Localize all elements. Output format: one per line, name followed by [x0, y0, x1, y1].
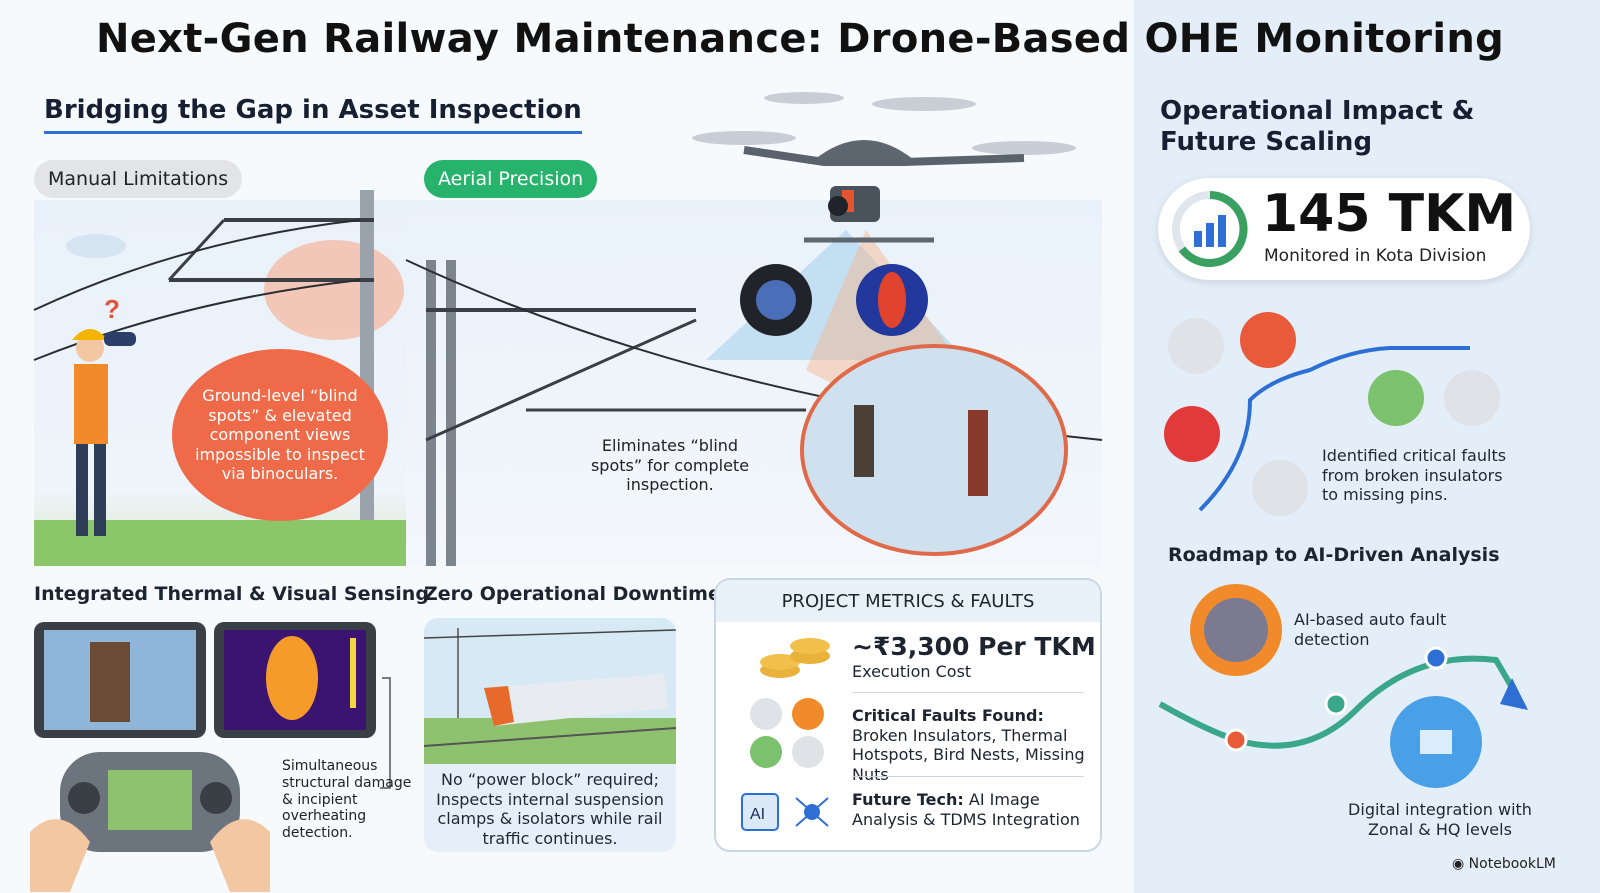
- roadmap-node: [1424, 646, 1448, 670]
- project-metrics-card: PROJECT METRICS & FAULTS ~₹3,300 Per TKM…: [714, 578, 1102, 852]
- footer-brand: ◉ NotebookLM: [1452, 856, 1556, 872]
- route-line: [1198, 346, 1470, 512]
- roadmap-step-2: Digital integration with Zonal & HQ leve…: [1348, 800, 1532, 839]
- broken-clamp-icon: [1164, 406, 1220, 462]
- sensing-caption: Simultaneous structural damage & incipie…: [282, 758, 412, 842]
- manual-scene-illustration: ?: [33, 190, 406, 566]
- insulator-icon: [750, 698, 782, 730]
- aerial-inspection-scene: [405, 200, 1103, 566]
- aerial-caption: Eliminates “blind spots” for complete in…: [590, 436, 750, 495]
- nut-icon: [792, 736, 824, 768]
- stat-card: 145 TKM Monitored in Kota Division: [1158, 178, 1530, 280]
- section-subtitle: Bridging the Gap in Asset Inspection: [44, 95, 582, 134]
- manual-limitation-text: Ground-level “blind spots” & elevated co…: [195, 386, 365, 484]
- insulator-icon: [1168, 318, 1224, 374]
- roadmap-step-1: AI-based auto fault detection: [1294, 610, 1447, 649]
- faults-row: Critical Faults Found: Broken Insulators…: [852, 706, 1092, 784]
- faults-text: Broken Insulators, Thermal Hotspots, Bir…: [852, 725, 1085, 784]
- drone-icon: [692, 92, 1076, 243]
- future-label: Future Tech:: [852, 790, 964, 809]
- metrics-heading: PROJECT METRICS & FAULTS: [716, 580, 1100, 622]
- manual-limitations-pill: Manual Limitations: [34, 160, 243, 198]
- cost-label: Execution Cost: [852, 662, 972, 681]
- growth-chart-icon: [1172, 191, 1248, 267]
- roadmap-node: [1324, 692, 1348, 716]
- roadmap-node: [1224, 728, 1248, 752]
- ai-chip-icon: AI: [741, 793, 829, 831]
- thermometer-icon: [1240, 312, 1296, 368]
- manual-limitation-bubble: Ground-level “blind spots” & elevated co…: [172, 349, 388, 521]
- drone-illustration: [692, 92, 1076, 243]
- stat-value: 145 TKM: [1262, 184, 1517, 244]
- worker-figure: [72, 329, 136, 536]
- cost-value: ~₹3,300 Per TKM: [852, 632, 1096, 661]
- bird-nest-icon: [1368, 370, 1424, 426]
- downtime-card: No “power block” required; Inspects inte…: [424, 618, 676, 852]
- metrics-divider: [852, 776, 1084, 777]
- sensing-heading: Integrated Thermal & Visual Sensing: [34, 583, 429, 605]
- downtime-caption: No “power block” required; Inspects inte…: [436, 770, 664, 848]
- metrics-divider: [852, 692, 1084, 693]
- roadmap-illustration: [1158, 584, 1528, 788]
- question-mark: ?: [104, 294, 120, 324]
- ai-chip-label: AI: [750, 806, 765, 823]
- future-row: Future Tech: AI Image Analysis & TDMS In…: [852, 790, 1100, 829]
- aerial-scene-illustration: [405, 230, 1103, 566]
- thermometer-icon: [792, 698, 824, 730]
- stat-label: Monitored in Kota Division: [1264, 246, 1487, 266]
- coins-icon: [760, 638, 830, 678]
- bolt-icon: [1444, 370, 1500, 426]
- faults-caption: Identified critical faults from broken i…: [1322, 446, 1507, 505]
- fault-icons: [750, 698, 824, 768]
- faults-label: Critical Faults Found:: [852, 706, 1044, 725]
- page-title: Next-Gen Railway Maintenance: Drone-Base…: [95, 16, 1505, 62]
- notebooklm-logo-icon: ◉: [1452, 856, 1469, 872]
- nut-icon: [1252, 460, 1308, 516]
- footer-label: NotebookLM: [1468, 856, 1556, 872]
- aerial-precision-pill: Aerial Precision: [424, 160, 598, 198]
- sensing-illustration: [30, 622, 391, 892]
- right-panel-title: Operational Impact & Future Scaling: [1160, 96, 1475, 157]
- downtime-heading: Zero Operational Downtime: [424, 583, 721, 605]
- fault-map-illustration: [1164, 312, 1500, 516]
- roadmap-heading: Roadmap to AI-Driven Analysis: [1168, 544, 1500, 566]
- future-text: AI Image Analysis & TDMS Integration: [852, 790, 1080, 829]
- bird-nest-icon: [750, 736, 782, 768]
- train-illustration: [424, 618, 676, 764]
